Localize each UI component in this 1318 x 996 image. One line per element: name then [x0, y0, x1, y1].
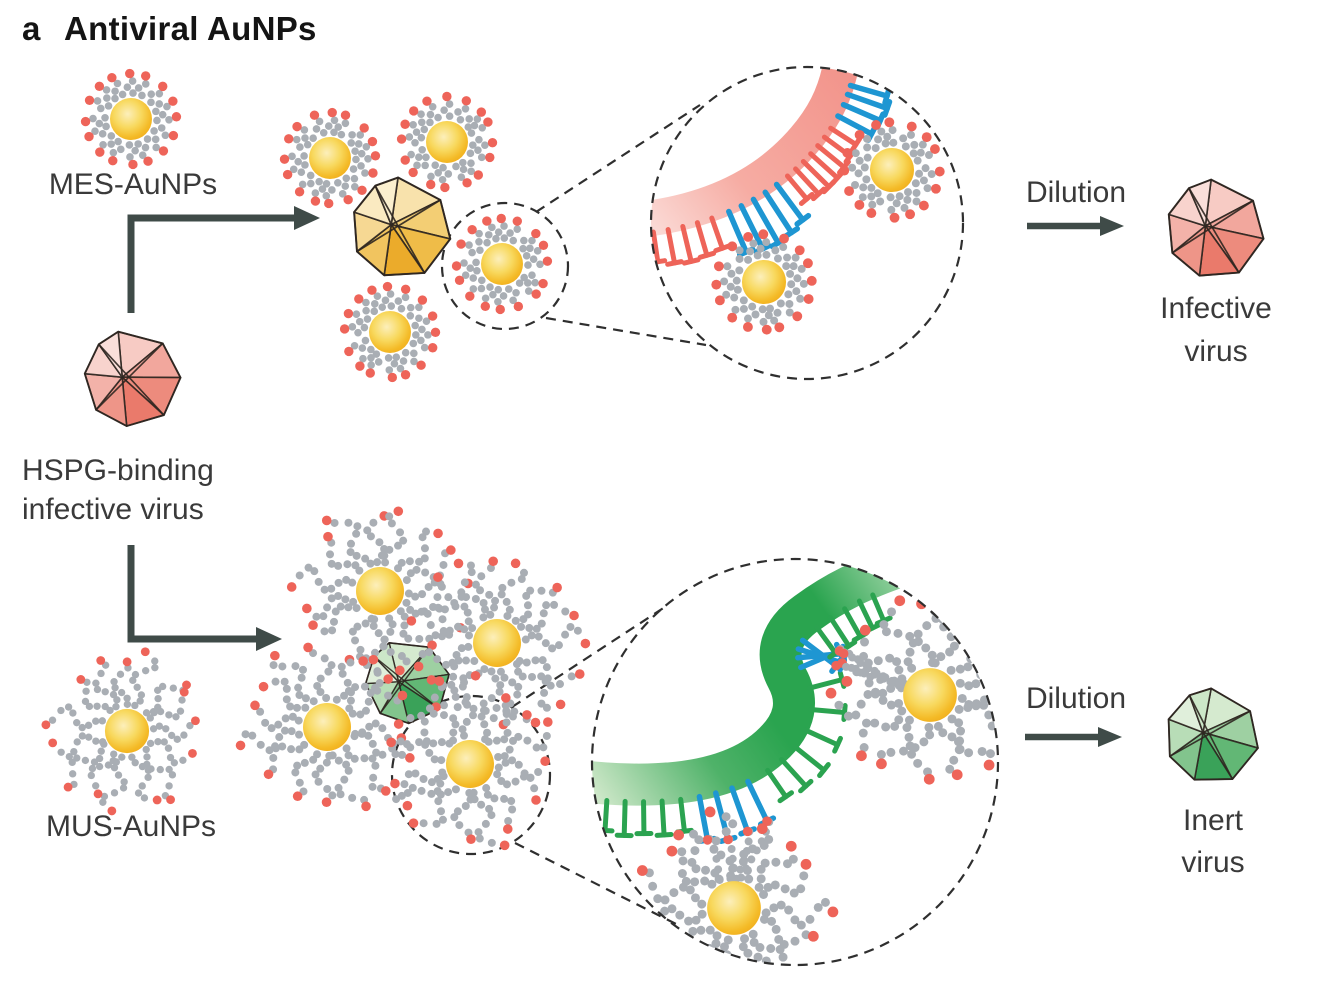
- mus-aunp-virus-cluster: [235, 506, 591, 851]
- membrane-spike: [773, 181, 806, 223]
- inert-virus-icon: [1167, 687, 1259, 781]
- membrane-spike: [659, 798, 667, 838]
- membrane-spike: [793, 166, 822, 197]
- zoom-circle-large-top: [649, 65, 965, 381]
- bottom-membrane-zoom-view: [592, 559, 998, 965]
- mes-aunp-single: [80, 68, 182, 170]
- mes-aunps-label: MES-AuNPs: [49, 168, 217, 201]
- membrane-spike: [678, 796, 687, 834]
- membrane-spike: [665, 227, 678, 266]
- membrane-spike: [842, 606, 863, 640]
- mus-reaction-arrow: [127, 545, 282, 651]
- membrane-spike: [680, 223, 694, 264]
- zoom-circle-small-bottom: [390, 694, 552, 856]
- infective-virus-label-line2: virus: [1184, 335, 1247, 368]
- zoom-connectors: [511, 104, 707, 926]
- mes-reaction-arrow: [127, 206, 320, 313]
- membrane-spike: [856, 598, 875, 631]
- membrane-spike: [802, 727, 841, 748]
- membrane-spike: [762, 189, 795, 236]
- mus-aunp-icon: [406, 556, 591, 730]
- mes-aunp-icon: [80, 68, 182, 170]
- membrane-spike: [621, 798, 628, 838]
- infective-virus-icon: [1167, 178, 1265, 277]
- membrane-spike: [738, 203, 766, 252]
- mus-aunp-icon: [41, 647, 200, 816]
- membrane-spike: [709, 215, 725, 251]
- zoom-connector-top-lower: [545, 316, 707, 347]
- mes-aunp-icon: [451, 213, 553, 315]
- membrane-spike: [806, 677, 845, 691]
- membrane-spike: [840, 101, 883, 124]
- membrane-spike: [827, 614, 852, 649]
- mus-aunp-icon: [825, 595, 998, 785]
- zoom-circle-small-top: [440, 201, 570, 331]
- zoom-circle-large-bottom: [590, 557, 1000, 967]
- membrane-spike: [800, 158, 832, 190]
- hspg-virus-label-line2: infective virus: [22, 493, 204, 526]
- mus-aunp-single: [41, 647, 200, 816]
- membrane-spike: [808, 151, 840, 181]
- zoom-circles: [390, 65, 1000, 967]
- membrane-spike: [729, 785, 751, 835]
- membrane-spike: [815, 143, 847, 170]
- membrane-spike: [828, 125, 859, 147]
- virus-capsid-icon: [353, 176, 452, 277]
- mus-aunp-icon: [235, 642, 415, 812]
- membrane-spike: [765, 767, 789, 800]
- membrane-spike: [808, 706, 848, 716]
- membrane-spike: [814, 624, 838, 656]
- dilution-label-bottom: Dilution: [1026, 682, 1126, 715]
- mes-aunp-icon: [839, 117, 945, 223]
- zoom-connector-bottom-upper: [511, 604, 669, 708]
- membrane-spike: [750, 196, 781, 246]
- mes-aunp-virus-cluster: [279, 91, 553, 383]
- mes-aunp-icon: [711, 229, 817, 335]
- membrane-spike: [651, 229, 661, 265]
- inert-virus-label-line2: virus: [1181, 846, 1244, 879]
- inert-virus-label-line1: Inert: [1183, 804, 1244, 837]
- membrane-spike: [799, 637, 839, 669]
- top-membrane-zoom-view: [651, 67, 945, 335]
- membrane-spike: [835, 113, 875, 137]
- membrane-spike: [696, 793, 711, 843]
- virus-capsid-icon: [1167, 178, 1265, 277]
- membrane-spike: [745, 778, 770, 824]
- virus-membrane-band-green: [592, 559, 903, 806]
- figure-title: Antiviral AuNPs: [64, 10, 317, 47]
- mes-aunp-icon: [396, 91, 498, 193]
- membrane-spike: [844, 91, 890, 112]
- mes-aunp-icon: [279, 107, 381, 209]
- membrane-spike: [726, 208, 749, 255]
- membrane-spike: [847, 82, 890, 99]
- infective-virus-label-line1: Infective: [1160, 292, 1272, 325]
- membrane-spike: [602, 798, 610, 833]
- mus-aunp-icon: [381, 670, 553, 851]
- mus-aunp-icon: [630, 806, 839, 965]
- hspg-virus-icon: [83, 330, 182, 427]
- zoom-connector-bottom-lower: [514, 842, 679, 926]
- panel-label: a: [22, 10, 41, 47]
- dilution-arrow-top: [1027, 216, 1124, 236]
- dilution-arrow-bottom: [1025, 727, 1122, 747]
- virus-capsid-icon: [1167, 687, 1259, 781]
- membrane-spike: [791, 743, 827, 773]
- membrane-spike: [870, 592, 887, 624]
- membrane-spike: [779, 756, 809, 789]
- virus-membrane-band-pink: [651, 67, 861, 238]
- virus-capsid-icon: [83, 330, 182, 427]
- membrane-spike: [694, 220, 710, 258]
- hspg-virus-label-line1: HSPG-binding: [22, 454, 214, 487]
- mes-aunp-icon: [339, 281, 441, 383]
- mus-aunps-label: MUS-AuNPs: [46, 810, 216, 843]
- membrane-spike: [784, 173, 810, 202]
- dilution-label-top: Dilution: [1026, 176, 1126, 209]
